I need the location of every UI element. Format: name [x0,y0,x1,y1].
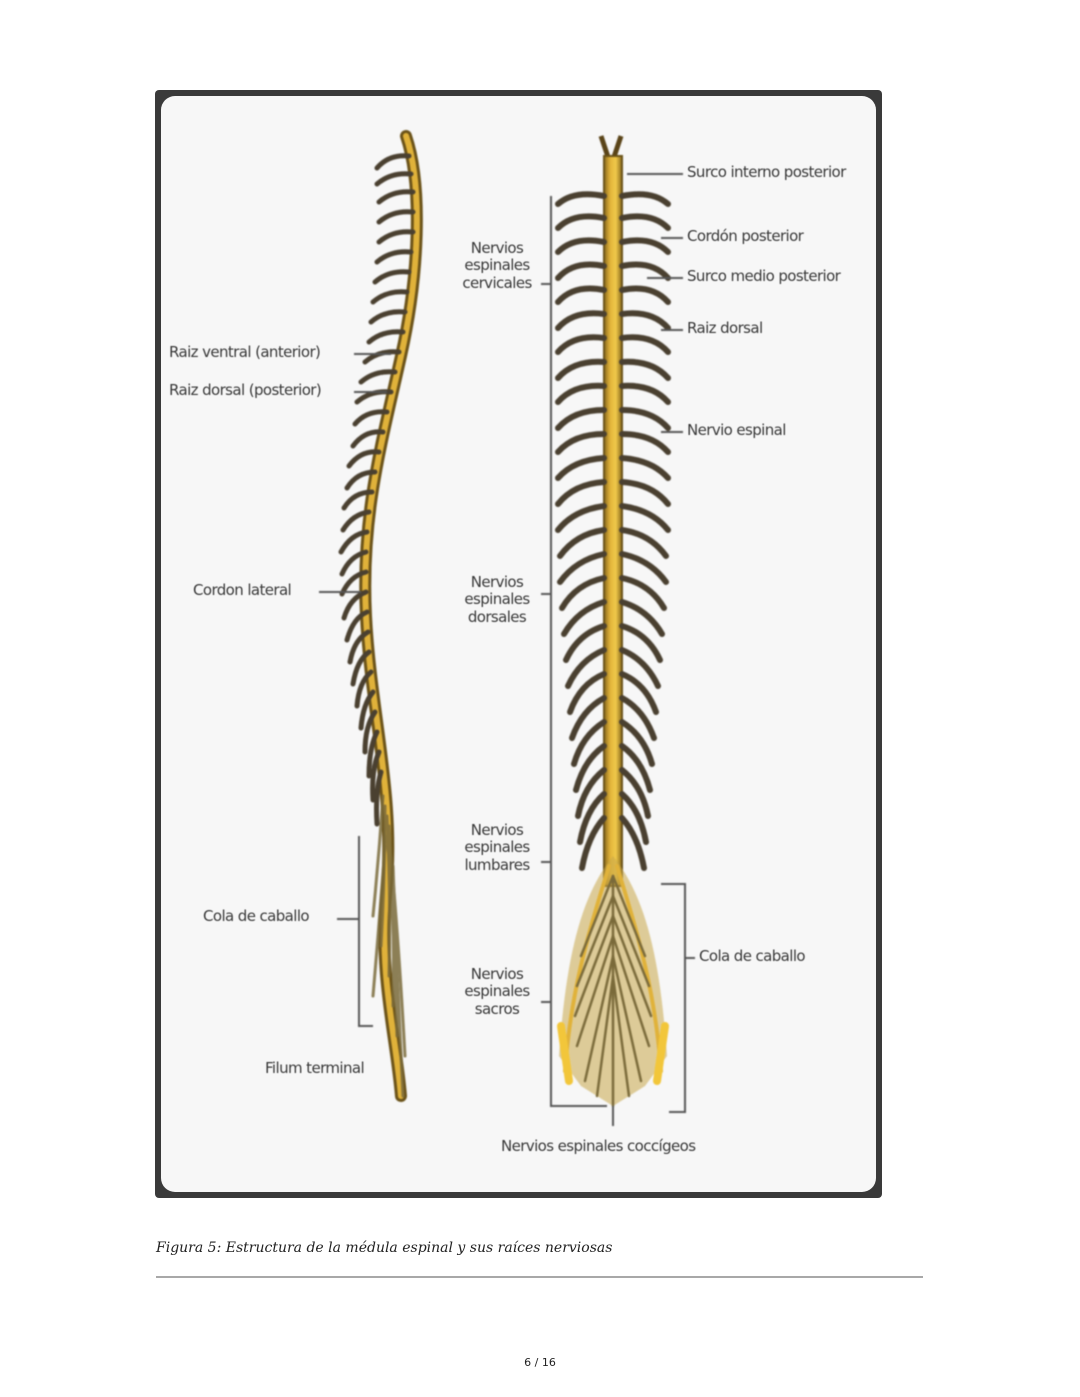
left-leader-lines [319,353,391,1027]
label-raiz-ventral: Raiz ventral (anterior) [169,343,321,361]
label-nervios-lumbares: Nervios espinales lumbares [464,821,530,874]
label-nervios-cervicales: Nervios espinales cervicales [462,239,532,292]
label-cola-de-caballo-left: Cola de caballo [203,907,310,925]
horizontal-divider [156,1276,923,1278]
label-raiz-dorsal: Raiz dorsal [687,319,763,337]
label-nervios-dorsales: Nervios espinales dorsales [464,573,530,626]
lateral-spinal-cord [338,130,423,1102]
right-leader-lines [541,173,695,1126]
figure-spinal-cord: Raiz ventral (anterior) Raiz dorsal (pos… [155,90,882,1198]
label-cordon-posterior: Cordón posterior [687,227,804,245]
figure-image: Raiz ventral (anterior) Raiz dorsal (pos… [161,96,876,1192]
label-nervios-coccigeos: Nervios espinales coccígeos [501,1137,696,1155]
label-surco-interno-posterior: Surco interno posterior [687,163,846,181]
label-nervios-sacros: Nervios espinales sacros [464,965,530,1018]
label-raiz-dorsal-posterior: Raiz dorsal (posterior) [169,381,322,399]
page-number: 6 / 16 [524,1356,556,1369]
label-cola-de-caballo-right: Cola de caballo [699,947,806,965]
posterior-spinal-cord [555,135,671,1108]
label-cordon-lateral: Cordon lateral [193,581,292,599]
spinal-cord-illustration [319,130,695,1126]
label-surco-medio-posterior: Surco medio posterior [687,267,841,285]
figure-caption: Figura 5: Estructura de la médula espina… [156,1240,613,1256]
label-filum-terminal: Filum terminal [265,1059,365,1077]
label-nervio-espinal: Nervio espinal [687,421,786,439]
